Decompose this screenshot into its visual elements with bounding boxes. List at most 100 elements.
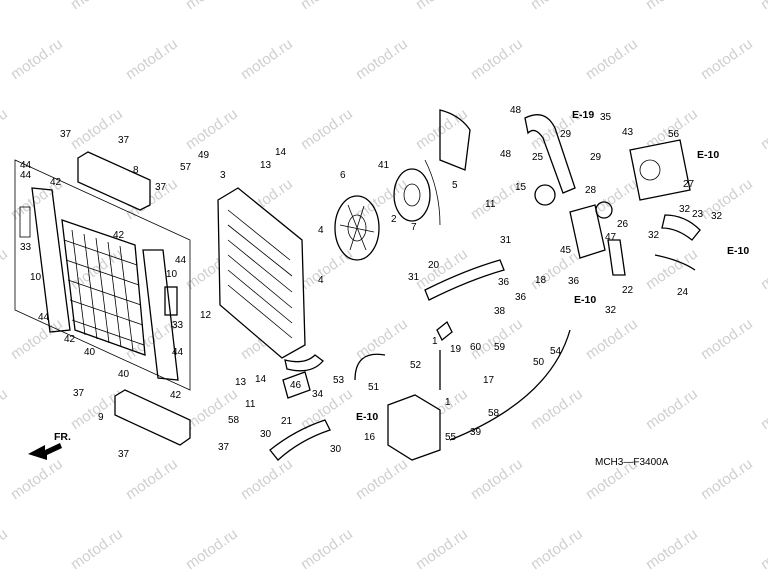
watermark-text: motod.ru [298, 385, 356, 433]
screen-mesh [63, 229, 145, 352]
callout-29: 29 [590, 152, 602, 163]
callout-13: 13 [260, 160, 272, 171]
o-ring-26 [595, 201, 613, 219]
callout-32: 32 [679, 204, 691, 215]
watermark-text: motod.ru [413, 525, 471, 573]
callout-37: 37 [73, 388, 85, 399]
watermark-text: motod.ru [468, 315, 526, 363]
callout-45: 45 [560, 245, 572, 256]
callout-14: 14 [255, 374, 267, 385]
callout-42: 42 [113, 230, 125, 241]
callout-14: 14 [275, 147, 287, 158]
callout-19: 19 [450, 344, 462, 355]
watermark-text: motod.ru [528, 385, 586, 433]
fan-motor-7 [393, 168, 431, 222]
callout-44: 44 [20, 170, 32, 181]
callout-40: 40 [84, 347, 96, 358]
callout-31: 31 [500, 235, 512, 246]
callout-2: 2 [391, 214, 397, 225]
callout-51: 51 [368, 382, 380, 393]
watermark-text: motod.ru [698, 35, 756, 83]
callout-32: 32 [605, 305, 617, 316]
callout-55: 55 [445, 432, 457, 443]
bracket-10-left [31, 187, 71, 333]
reference-labels: E-19E-10E-10E-10E-10 [356, 109, 749, 423]
callout-44: 44 [20, 160, 32, 171]
callout-36: 36 [568, 276, 580, 287]
callout-59: 59 [494, 342, 506, 353]
callout-16: 16 [364, 432, 376, 443]
callout-17: 17 [483, 375, 495, 386]
assembly-outline-12 [14, 159, 191, 391]
callout-24: 24 [677, 287, 689, 298]
reference-e10: E-10 [574, 294, 596, 306]
radiator-screen [61, 219, 146, 356]
callout-8: 8 [133, 165, 139, 176]
bracket-33-left [19, 206, 31, 238]
lower-bracket-9 [114, 389, 191, 446]
joint-34 [282, 371, 311, 399]
watermark-text: motod.ru [298, 245, 356, 293]
callout-10: 10 [166, 269, 178, 280]
callout-36: 36 [498, 277, 510, 288]
callout-38: 38 [494, 306, 506, 317]
watermark-text: motod.ru [758, 105, 768, 153]
watermark-text: motod.ru [238, 455, 296, 503]
watermark-text: motod.ru [183, 385, 241, 433]
watermark-text: motod.ru [413, 0, 471, 13]
watermark-text: motod.ru [413, 245, 471, 293]
callout-47: 47 [605, 232, 617, 243]
callout-58: 58 [488, 408, 500, 419]
callout-52: 52 [410, 360, 422, 371]
hose-53 [354, 353, 386, 381]
watermark-text: motod.ru [353, 35, 411, 83]
left-shroud-assembly [14, 159, 191, 391]
hose-25 [524, 114, 576, 194]
diagram-code: MCH3—F3400A [595, 457, 669, 468]
bracket-10-right [142, 249, 179, 381]
watermark-text: motod.ru [698, 315, 756, 363]
reference-e10: E-10 [697, 149, 719, 161]
callout-44: 44 [172, 347, 184, 358]
watermark-text: motod.ru [583, 35, 641, 83]
watermark-text: motod.ru [468, 455, 526, 503]
callout-36: 36 [515, 292, 527, 303]
watermark-text: motod.ru [643, 525, 701, 573]
callout-13: 13 [235, 377, 247, 388]
cap-15 [534, 184, 556, 206]
callout-43: 43 [622, 127, 634, 138]
watermark-text: motod.ru [298, 0, 356, 13]
callout-33: 33 [20, 242, 32, 253]
callout-40: 40 [118, 369, 130, 380]
callout-46: 46 [290, 380, 302, 391]
callout-48: 48 [500, 149, 512, 160]
callout-1: 1 [432, 336, 438, 347]
callout-30: 30 [330, 444, 342, 455]
callout-28: 28 [585, 185, 597, 196]
watermark-text: motod.ru [183, 525, 241, 573]
joint-19 [436, 320, 453, 342]
watermark-text: motod.ru [183, 0, 241, 13]
callout-33: 33 [172, 320, 184, 331]
callout-4: 4 [318, 275, 324, 286]
callout-15: 15 [515, 182, 527, 193]
callout-32: 32 [648, 230, 660, 241]
callout-20: 20 [428, 260, 440, 271]
callout-23: 23 [692, 209, 704, 220]
callout-11: 11 [245, 399, 256, 410]
radiator [217, 187, 324, 372]
callout-11: 11 [485, 199, 496, 210]
watermark-text: motod.ru [68, 0, 126, 13]
callout-49: 49 [198, 150, 210, 161]
watermark-text: motod.ru [0, 105, 11, 153]
front-indicator: FR. [28, 431, 71, 460]
callout-50: 50 [533, 357, 545, 368]
callout-44: 44 [175, 255, 187, 266]
callout-37: 37 [118, 449, 130, 460]
watermark-text: motod.ru [758, 385, 768, 433]
callout-37: 37 [60, 129, 72, 140]
callout-7: 7 [411, 222, 417, 233]
callout-56: 56 [668, 129, 680, 140]
callout-10: 10 [30, 272, 42, 283]
